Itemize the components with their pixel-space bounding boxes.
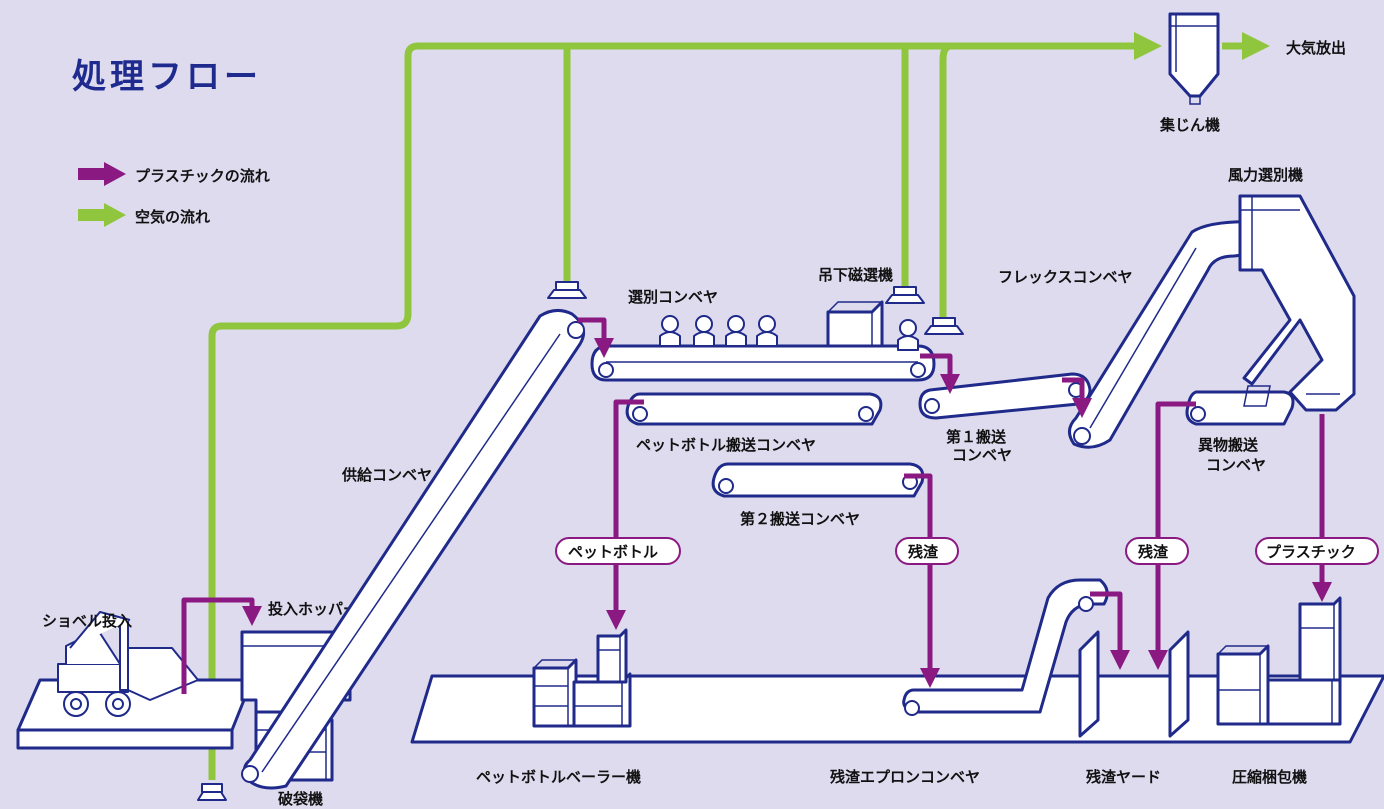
pet-conveyor-label: ペットボトル搬送コンベヤ bbox=[636, 436, 816, 454]
foreign-conveyor-label-line1: 異物搬送 bbox=[1198, 436, 1259, 454]
residue-apron-conveyor-label: 残渣エプロンコンベヤ bbox=[830, 768, 980, 786]
transfer-conveyor-1-label-line2: コンベヤ bbox=[952, 446, 1012, 464]
worker-icon bbox=[659, 315, 681, 347]
dust-collector bbox=[1168, 12, 1220, 105]
hood-icon bbox=[885, 286, 925, 304]
bag-breaker-label: 破袋機 bbox=[278, 790, 323, 808]
tag-pet-bottle-text: ペットボトル bbox=[568, 543, 658, 561]
tag-plastic-text: プラスチック bbox=[1266, 543, 1356, 561]
flow-apron-to-yard bbox=[1090, 591, 1130, 670]
foreign-conveyor-label-line2: コンベヤ bbox=[1206, 456, 1266, 474]
flow-transfer1-to-flex bbox=[1062, 377, 1092, 418]
page-title: 処理フロー bbox=[72, 57, 262, 97]
flow-shovel-to-hopper bbox=[181, 597, 262, 694]
input-hopper-label: 投入ホッパー bbox=[268, 600, 358, 618]
hood-icon bbox=[547, 281, 587, 299]
hood-icon bbox=[197, 783, 227, 801]
residue-apron-conveyor bbox=[902, 578, 1109, 716]
foreign-matter-conveyor bbox=[1185, 385, 1295, 426]
air-flow-legend-arrow-icon bbox=[78, 203, 126, 227]
tag-residue-2-text: 残渣 bbox=[1138, 543, 1169, 561]
transfer-conveyor-1-label-line1: 第１搬送 bbox=[946, 428, 1007, 446]
floor-platform bbox=[410, 674, 1384, 744]
supply-conveyor-label: 供給コンベヤ bbox=[341, 466, 432, 484]
shovel-input-label: ショベル投入 bbox=[42, 612, 132, 630]
transfer-conveyor-2 bbox=[711, 462, 925, 498]
pet-bottle-baler bbox=[532, 628, 632, 728]
legend-air-label: 空気の流れ bbox=[135, 208, 210, 226]
air-duct-network bbox=[208, 32, 1270, 780]
suction-hoods bbox=[197, 281, 964, 801]
flow-sorting-to-transfer1 bbox=[920, 353, 960, 394]
suspended-magnet bbox=[826, 300, 884, 348]
plastic-flow-legend-arrow-icon bbox=[78, 162, 126, 186]
pet-baler-label: ペットボトルベーラー機 bbox=[476, 768, 641, 786]
worker-icon bbox=[693, 315, 715, 347]
residue-yard-label: 残渣ヤード bbox=[1086, 768, 1161, 786]
suspended-magnet-label: 吊下磁選機 bbox=[818, 266, 893, 284]
tag-plastic: プラスチック bbox=[1255, 537, 1379, 565]
tag-residue-1-text: 残渣 bbox=[908, 543, 939, 561]
shovel-loader-icon bbox=[57, 611, 199, 717]
residue-yard bbox=[1078, 630, 1190, 738]
wind-separator bbox=[1238, 194, 1356, 412]
flow-transfer2-to-apron bbox=[904, 473, 940, 688]
worker-icon bbox=[725, 315, 747, 347]
dust-collector-label: 集じん機 bbox=[1159, 116, 1220, 134]
shovel-loader-area bbox=[16, 611, 254, 750]
worker-icon bbox=[756, 315, 778, 347]
compression-packer bbox=[1216, 596, 1342, 726]
hood-icon bbox=[924, 317, 964, 335]
wind-separator-label: 風力選別機 bbox=[1228, 166, 1303, 184]
main-air-duct bbox=[208, 32, 1162, 780]
compression-packer-label: 圧縮梱包機 bbox=[1232, 768, 1307, 786]
flow-supply-to-sorting bbox=[578, 317, 614, 358]
flex-conveyor-label: フレックスコンベヤ bbox=[998, 268, 1133, 286]
sorting-conveyor bbox=[590, 344, 936, 382]
sorting-workers bbox=[659, 315, 919, 351]
pet-bottle-conveyor bbox=[625, 392, 883, 426]
tag-pet-bottle: ペットボトル bbox=[555, 537, 681, 565]
flow-pet-to-baler bbox=[606, 399, 644, 630]
sorting-conveyor-label: 選別コンベヤ bbox=[628, 288, 718, 306]
legend: プラスチックの流れ 空気の流れ bbox=[78, 162, 270, 227]
flow-foreign-to-yard bbox=[1148, 401, 1196, 670]
tag-residue-1: 残渣 bbox=[895, 537, 959, 565]
atmosphere-release-label: 大気放出 bbox=[1286, 39, 1346, 57]
tag-residue-2: 残渣 bbox=[1125, 537, 1189, 565]
worker-icon bbox=[897, 319, 919, 351]
air-branch-flex-hood bbox=[939, 42, 952, 318]
transfer-conveyor-2-label: 第２搬送コンベヤ bbox=[740, 510, 860, 528]
legend-plastic-label: プラスチックの流れ bbox=[135, 167, 270, 185]
supply-conveyor bbox=[241, 309, 586, 790]
